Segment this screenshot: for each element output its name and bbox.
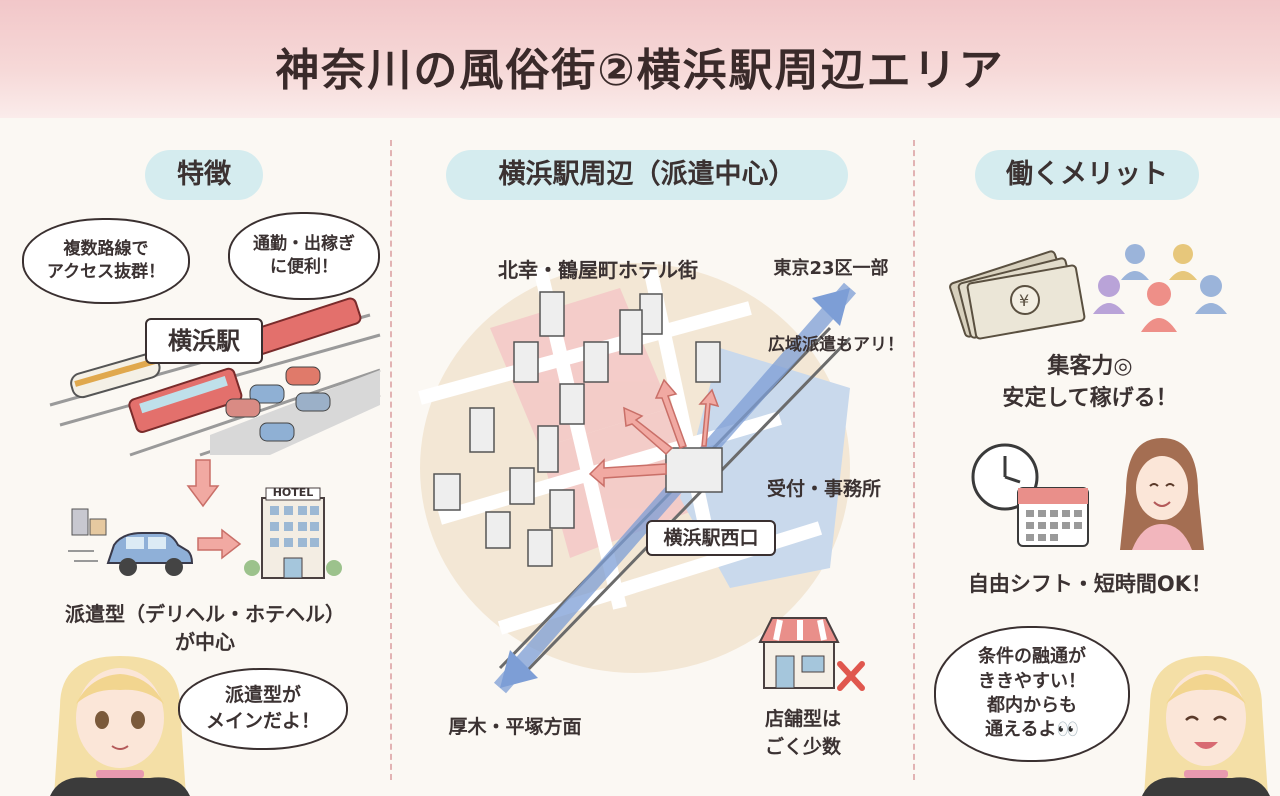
merit-customers-line2: 安定して稼げる！ xyxy=(1002,386,1178,411)
speech-bubble-access: 複数路線で アクセス抜群！ xyxy=(22,218,190,304)
atsugi-label: 厚木・平塚方面 xyxy=(448,716,582,738)
column-divider-left xyxy=(390,140,392,780)
wide-area-label: 広域派遣もアリ！ xyxy=(768,335,904,355)
svg-text:¥: ¥ xyxy=(1019,291,1029,310)
girl-icon xyxy=(50,656,190,796)
store-type-line2: ごく少数 xyxy=(764,736,841,758)
tokyo-label: 東京23区一部 xyxy=(773,258,889,279)
section-heading-yokohama: 横浜駅周辺（派遣中心） xyxy=(446,150,848,200)
hotel-sign: HOTEL xyxy=(272,486,314,499)
section-heading-merits: 働くメリット xyxy=(975,150,1199,200)
merit-customers-line1: 集客力◎ xyxy=(1047,354,1133,379)
down-arrow-icon xyxy=(186,459,220,508)
office-label: 受付・事務所 xyxy=(766,478,881,500)
car-icon xyxy=(68,508,194,576)
map-icon xyxy=(418,263,857,694)
header-banner: 神奈川の風俗街②横浜駅周辺エリア xyxy=(0,0,1280,118)
speech-bubble-girl-left: 派遣型が メインだよ！ xyxy=(178,668,348,750)
west-exit-label: 横浜駅西口 xyxy=(646,520,776,556)
station-label-yokohama: 横浜駅 xyxy=(145,318,263,364)
woman-icon xyxy=(1120,438,1204,550)
column-divider-right xyxy=(913,140,915,780)
hotel-icon xyxy=(244,487,342,579)
merit-shift: 自由シフト・短時間OK！ xyxy=(967,572,1213,596)
train-icon xyxy=(49,297,381,457)
speech-bubble-girl-right: 条件の融通が ききやすい！ 都内からも 通えるよ👀 xyxy=(934,626,1130,762)
district-label-hotel: 北幸・鶴屋町ホテル街 xyxy=(498,258,698,282)
calendar-icon xyxy=(1017,487,1089,547)
girl-icon-right xyxy=(1142,656,1270,796)
money-icon: ¥ xyxy=(949,250,1086,340)
people-icon xyxy=(1093,244,1227,332)
shop-icon xyxy=(758,617,865,691)
dispatch-type-line1: 派遣型（デリヘル・ホテヘル） xyxy=(65,602,345,626)
page-title: 神奈川の風俗街②横浜駅周辺エリア xyxy=(275,45,1005,96)
section-heading-features: 特徴 xyxy=(145,150,263,200)
store-type-line1: 店舗型は xyxy=(764,708,841,730)
speech-bubble-commute: 通勤・出稼ぎ に便利！ xyxy=(228,212,380,300)
dispatch-type-line2: が中心 xyxy=(175,630,235,654)
right-arrow-icon xyxy=(197,528,242,560)
